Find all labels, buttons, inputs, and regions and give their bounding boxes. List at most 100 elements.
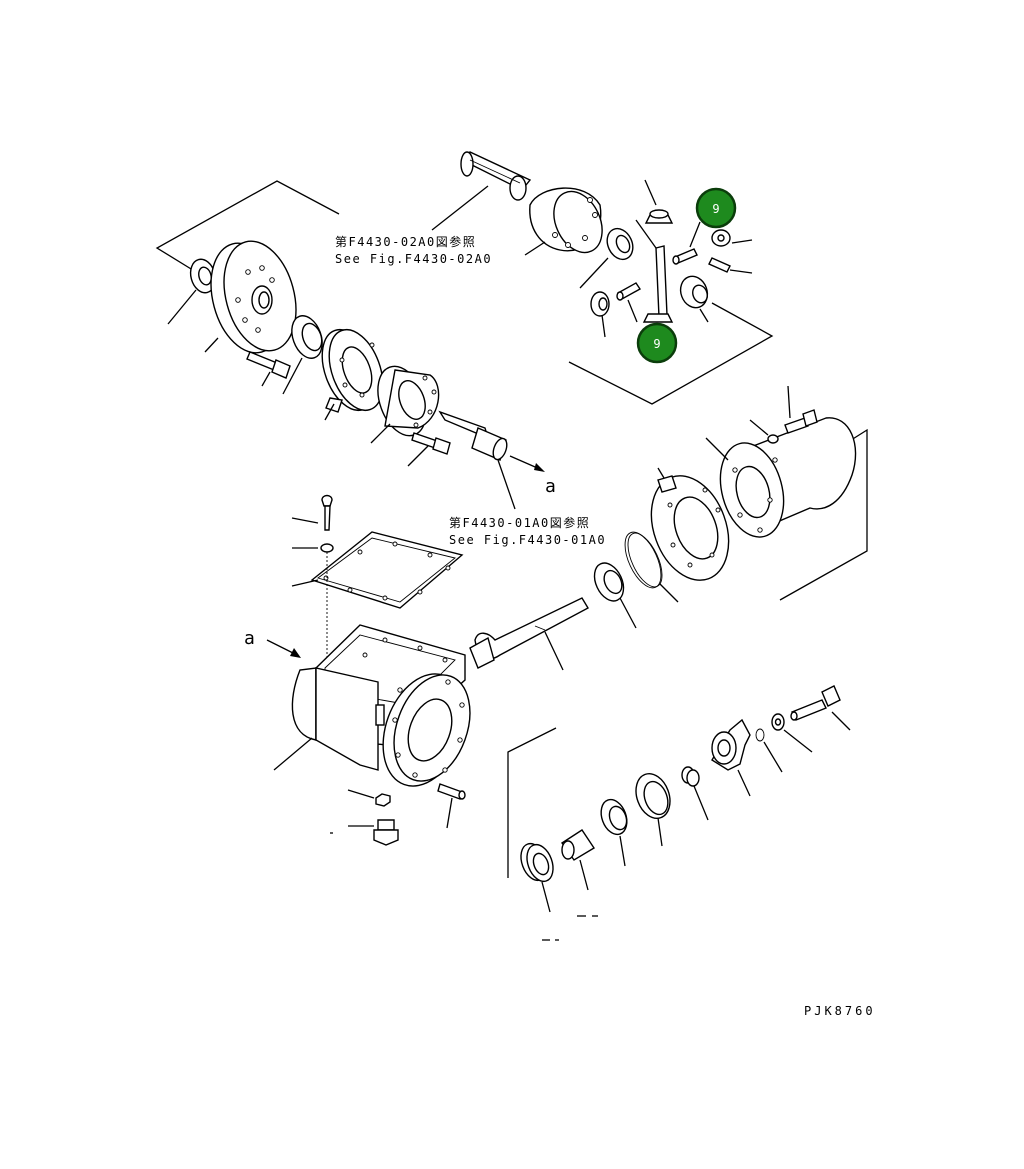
drain-plug [373,819,399,846]
leader-line [657,817,663,847]
top-cover-plate [310,531,464,609]
leader-line [693,785,709,821]
cover-bolt [321,494,333,531]
retainer-bolt [411,432,451,455]
leader-line [167,289,197,325]
callout-label: 9 [653,337,660,351]
leader-line [324,403,335,421]
pin-right [708,257,731,273]
leader-line [579,257,609,289]
ring-gear-bolt [246,351,291,379]
lock-nut [681,766,700,787]
leader-line [204,337,219,353]
coupling-washer [771,713,785,731]
leader-line [370,423,391,444]
leader-line [659,583,679,603]
input-shaft-upper [460,151,532,201]
ring-gear [210,240,297,354]
side-gear-right [679,275,709,309]
coupling-flange [711,718,751,771]
retainer-housing [377,365,440,437]
leader-line [291,579,319,587]
bearing-cage [321,328,384,413]
bearing-left [291,315,323,359]
leader-line [731,239,753,244]
housing-sleeve [719,417,857,538]
housing-bolt [784,409,818,434]
arrow-label-a-right: a [545,476,556,497]
pinion-gear-top [644,209,674,224]
callout-marker-9-top[interactable]: 9 [695,187,737,229]
reference-en-middle: See Fig.F4430-01A0 [449,533,606,547]
leader-line [497,459,516,510]
leader-line [291,517,319,524]
leader-line [644,179,657,206]
leader-line [831,711,851,731]
leader-line [689,221,701,248]
pin-upper-right [672,248,698,265]
leader-line [729,269,753,274]
leader-line [541,881,551,913]
differential-case [529,187,603,254]
pinion-gear-left [590,291,610,317]
leader-line [705,437,729,461]
leader-line [544,631,564,671]
arrow-label-a-left: a [244,628,255,649]
flange-plate [650,475,730,581]
group-bracket-right [779,428,868,601]
leader-line [347,789,375,799]
leader-line [657,467,665,479]
drain-plug-washer [375,793,391,807]
spacer-ring-left [189,258,217,294]
spacer-sleeve [561,829,595,861]
dowel-pin [437,783,466,800]
bearing-cup-lower [520,842,554,883]
pinion-gear-bottom [642,313,674,323]
leader-line [627,299,638,323]
pinion-shaft-pin-left [616,282,642,301]
leader-line [619,597,637,629]
washer-upper-right [711,229,731,247]
pinion-shaft [469,597,589,669]
o-ring-small [755,728,765,742]
reference-en-top: See Fig.F4430-02A0 [335,252,492,266]
side-gear-left [606,227,634,261]
cross-shaft [655,245,668,318]
leader-line [787,385,791,419]
leader-line [763,741,783,773]
drawing-number: PJK8760 [804,1004,876,1018]
leader-line [579,859,589,891]
group-bracket-lower [507,727,557,878]
leader-line [261,371,271,387]
transmission-housing [291,624,471,787]
callout-marker-9-bottom[interactable]: 9 [636,322,678,364]
leader-line [635,219,657,249]
leader-line [273,737,313,771]
callout-label: 9 [712,202,719,216]
reference-jp-middle: 第F4430-01A0図参照 [449,515,590,530]
coupling-bolt [790,685,841,721]
oil-seal [635,773,671,819]
output-shaft-middle [438,410,508,461]
leader-line [737,769,751,797]
leader-line [407,445,429,467]
arrow-a-left: a [244,628,301,658]
leader-line [431,185,489,231]
leader-line [601,314,606,338]
housing-bolt-washer [749,419,779,444]
reference-jp-top: 第F4430-02A0図参照 [335,234,476,249]
bearing-lower [600,798,628,836]
leader-line [446,797,453,829]
leader-line [619,835,626,867]
o-ring [624,531,663,589]
leader-line [699,308,709,323]
leader-line [783,729,813,753]
arrow-a-right: a [509,455,556,497]
leader-line [524,241,546,256]
group-bracket-upper-right [568,302,774,405]
bearing-middle [593,562,625,602]
group-bracket-upper-left [155,180,340,273]
cover-washer [320,543,334,553]
